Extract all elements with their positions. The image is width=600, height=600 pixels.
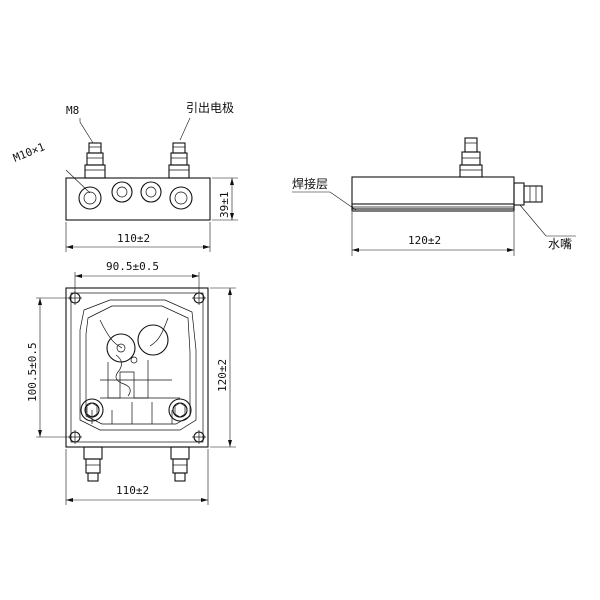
bottom-stud-left [83,446,103,482]
m8-terminal-left [84,142,106,179]
electrode-leader [179,117,191,141]
front-view: M8 引出电极 M10×1 110±2 39±1 [11,101,238,252]
m8-terminal-right [168,142,190,179]
bottom-stud-right [170,446,190,482]
weld-layer [351,203,515,212]
electrode-label: 引出电极 [186,101,234,115]
internal-channels [79,299,197,431]
weld-layer-label: 焊接层 [292,176,328,191]
nozzle-label: 水嘴 [548,237,572,251]
top-width-dim: 110±2 [116,484,149,497]
top-view: 90.5±0.5 100.5±0.5 120±2 110±2 [26,260,236,505]
top-terminal-right [168,398,192,422]
electrode-port-1 [111,181,133,203]
weld-leader [292,191,357,211]
m8-label: M8 [66,104,79,117]
m8-leader [79,118,94,144]
m10-leader [65,169,91,194]
front-height-dim: 39±1 [218,192,231,219]
side-length-dim: 120±2 [408,234,441,247]
m10-port [78,186,102,210]
mounting-hole-tr [192,291,206,305]
electrode-port-3 [169,186,193,210]
nozzle-leader [519,204,576,237]
front-width-dim: 110±2 [117,232,150,245]
side-terminal [459,137,483,178]
top-terminal-left [80,398,104,422]
side-view: 焊接层 水嘴 120±2 [292,137,576,256]
m10-label: M10×1 [11,140,47,164]
front-body [65,177,211,221]
plate-outline [65,287,209,448]
water-nozzle [513,182,543,206]
hole-spacing-y-dim: 100.5±0.5 [26,342,39,402]
electrode-port-2 [140,181,162,203]
hole-spacing-x-dim: 90.5±0.5 [106,260,159,273]
top-length-dim: 120±2 [216,359,229,392]
mounting-hole-br [192,430,206,444]
